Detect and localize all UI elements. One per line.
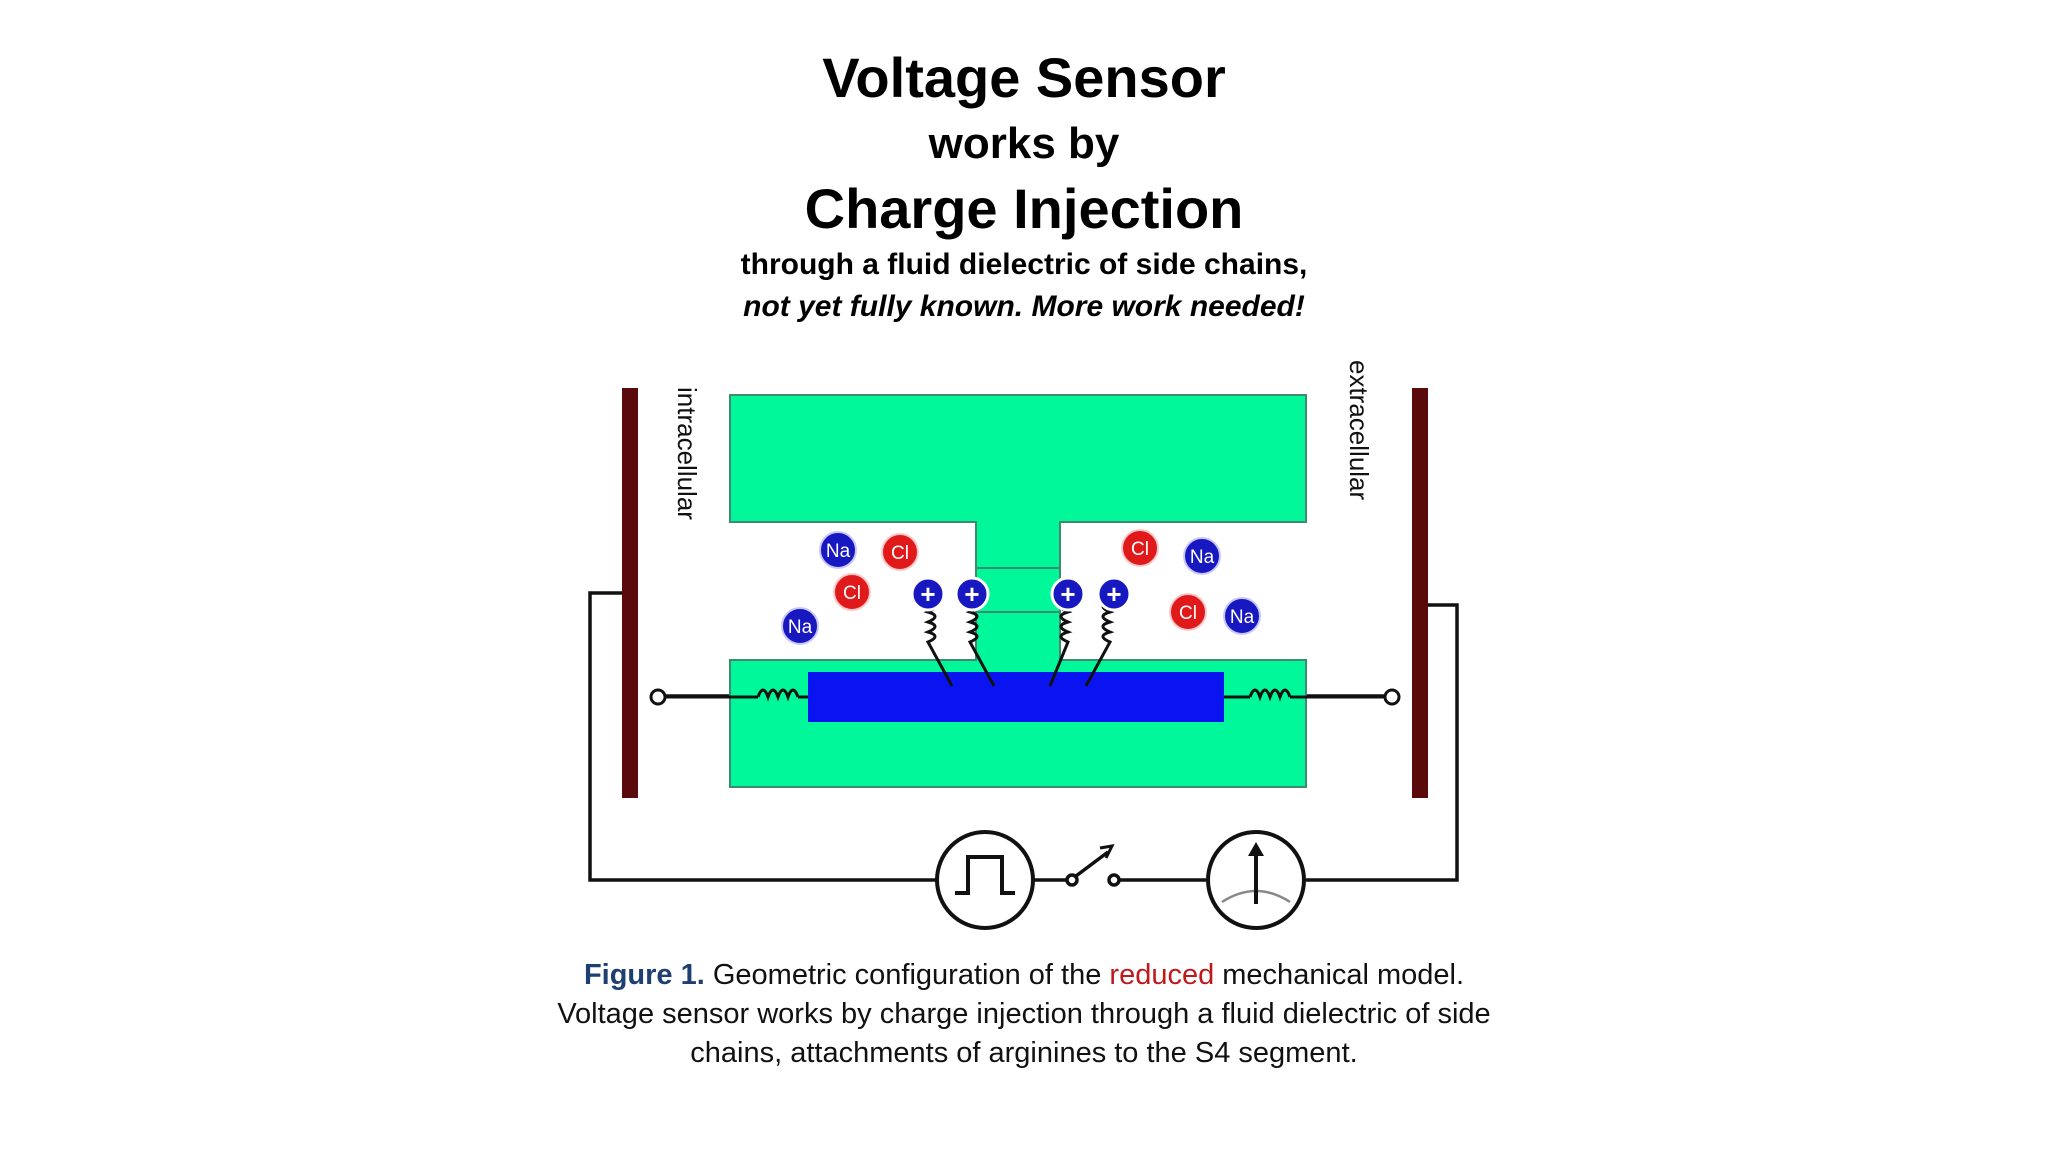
caption-line-1: Figure 1. Geometric configuration of the… — [0, 956, 2048, 995]
svg-text:Cl: Cl — [843, 583, 861, 604]
left-spring-connector — [664, 688, 808, 702]
caption-line-3: chains, attachments of arginines to the … — [690, 1037, 1358, 1069]
chloride-ion: Cl — [1169, 593, 1207, 631]
subtitle-fluid-dielectric: through a fluid dielectric of side chain… — [740, 248, 1308, 281]
protein-upper-block — [729, 394, 1307, 613]
extracellular-label: extracellular — [1344, 360, 1374, 501]
title-block: Voltage Sensor works by Charge Injection… — [0, 44, 2048, 328]
svg-text:Na: Na — [1190, 547, 1215, 568]
subtitle-more-work-needed: not yet fully known. More work needed! — [743, 290, 1305, 323]
s4-segment — [808, 672, 1224, 722]
chloride-ion: Cl — [1121, 529, 1159, 567]
svg-text:Cl: Cl — [1131, 539, 1149, 560]
svg-text:Cl: Cl — [891, 543, 909, 564]
svg-text:Na: Na — [1230, 607, 1255, 628]
arginine-charges: + + + + — [910, 576, 1132, 612]
intracellular-electrode — [622, 388, 638, 798]
svg-text:+: + — [1106, 579, 1121, 609]
sodium-ion: Na — [1223, 597, 1261, 635]
extracellular-electrode — [1412, 388, 1428, 798]
svg-text:+: + — [964, 579, 979, 609]
meter-icon — [1206, 830, 1306, 930]
sodium-ion: Na — [781, 607, 819, 645]
positive-charge: + — [954, 576, 990, 612]
positive-charge: + — [1050, 576, 1086, 612]
svg-text:+: + — [920, 579, 935, 609]
right-spring-connector — [1224, 688, 1386, 702]
chloride-ion: Cl — [833, 573, 871, 611]
caption-text-b: mechanical model. — [1214, 959, 1465, 991]
figure-caption: Figure 1. Geometric configuration of the… — [0, 956, 2048, 1073]
intracellular-label: intracellular — [672, 387, 702, 520]
caption-text-a: Geometric configuration of the — [704, 959, 1110, 991]
sodium-ion: Na — [1183, 537, 1221, 575]
positive-charge: + — [910, 576, 946, 612]
svg-text:Na: Na — [788, 617, 813, 638]
positive-charge: + — [1096, 576, 1132, 612]
svg-text:Cl: Cl — [1179, 603, 1197, 624]
figure-label: Figure 1. — [583, 959, 705, 991]
title-charge-injection: Charge Injection — [804, 177, 1244, 240]
svg-text:+: + — [1060, 579, 1075, 609]
chloride-ion: Cl — [881, 533, 919, 571]
title-voltage-sensor: Voltage Sensor — [822, 46, 1226, 109]
switch-icon — [1065, 844, 1121, 887]
ion-group: Na Cl Cl Na Cl Na Cl Na — [781, 529, 1261, 645]
right-terminal — [1383, 688, 1401, 706]
svg-text:Na: Na — [826, 541, 851, 562]
left-terminal — [649, 688, 667, 706]
sodium-ion: Na — [819, 531, 857, 569]
caption-highlight: reduced — [1109, 959, 1215, 991]
title-works-by: works by — [928, 119, 1120, 168]
pulse-generator-icon — [935, 830, 1035, 930]
caption-line-2: Voltage sensor works by charge injection… — [557, 998, 1491, 1030]
